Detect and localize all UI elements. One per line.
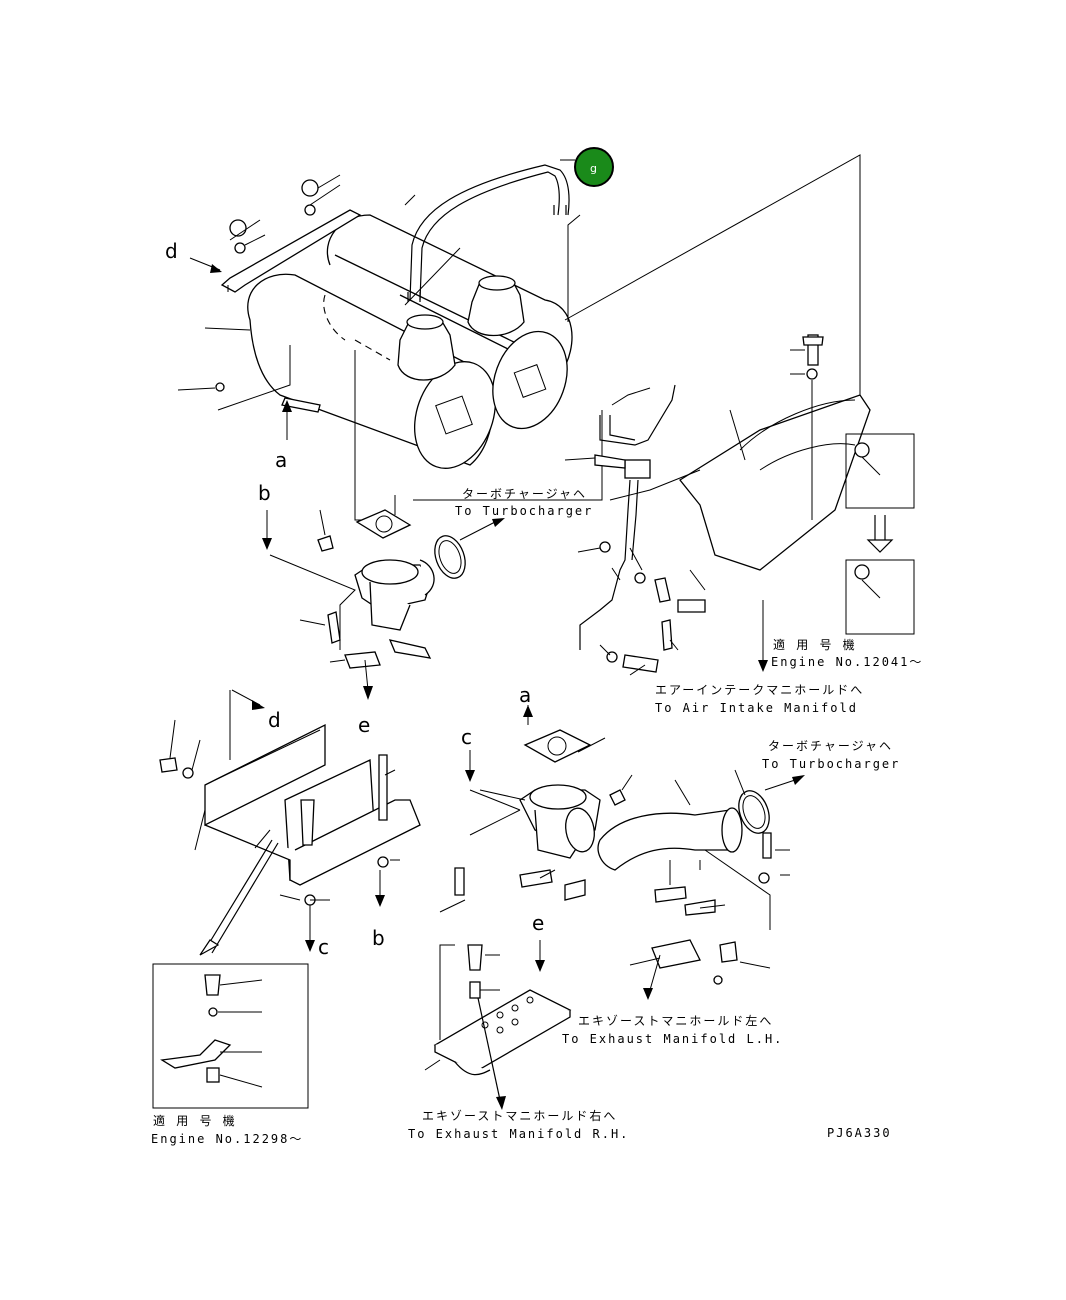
air-pipe-bracket (564, 334, 871, 676)
exl-jp: エキゾーストマニホールド左へ (578, 1013, 773, 1028)
muffler-assembly (177, 154, 861, 521)
exl-en: To Exhaust Manifold L.H. (562, 1032, 783, 1046)
letter-b-top: b (258, 481, 271, 505)
letter-c-mid: c (461, 725, 472, 749)
air-en: To Air Intake Manifold (655, 701, 858, 715)
turbo2-jp: ターボチャージャヘ (768, 739, 893, 753)
letter-c-low: c (318, 935, 329, 959)
letter-d-mid: d (268, 708, 281, 732)
elbow-adapter (269, 495, 505, 700)
letter-d-top: d (165, 239, 178, 263)
turbo1-en: To Turbocharger (455, 504, 593, 518)
callout-circle[interactable] (574, 147, 614, 187)
callout-label: g (590, 162, 597, 175)
turbo1-jp: ターボチャージャヘ (462, 487, 587, 501)
detail-box-lower (152, 963, 309, 1109)
heat-shield (159, 689, 421, 956)
engine1-en: Engine No.12041～ (771, 655, 923, 669)
exr-jp: エキゾーストマニホールド右へ (422, 1108, 617, 1123)
callout-badge[interactable]: g (560, 147, 614, 187)
drawing-code: PJ6A330 (827, 1126, 892, 1140)
letter-a-top: a (275, 448, 287, 472)
bottom-plate (424, 940, 572, 1110)
lower-pipe-assembly (439, 705, 805, 1000)
air-jp: エアーインテークマニホールドへ (655, 683, 864, 697)
detail-box-upper (845, 433, 915, 635)
letter-e-low: e (532, 911, 544, 935)
exr-en: To Exhaust Manifold R.H. (408, 1127, 629, 1141)
turbo2-en: To Turbocharger (762, 757, 900, 771)
letter-e-mid: e (358, 713, 370, 737)
engine2-jp: 適 用 号 機 (153, 1113, 237, 1128)
engine1-jp: 適 用 号 機 (773, 637, 857, 652)
letter-b-low: b (372, 926, 385, 950)
engine2-en: Engine No.12298～ (151, 1132, 303, 1146)
letter-a-mid: a (519, 683, 531, 707)
